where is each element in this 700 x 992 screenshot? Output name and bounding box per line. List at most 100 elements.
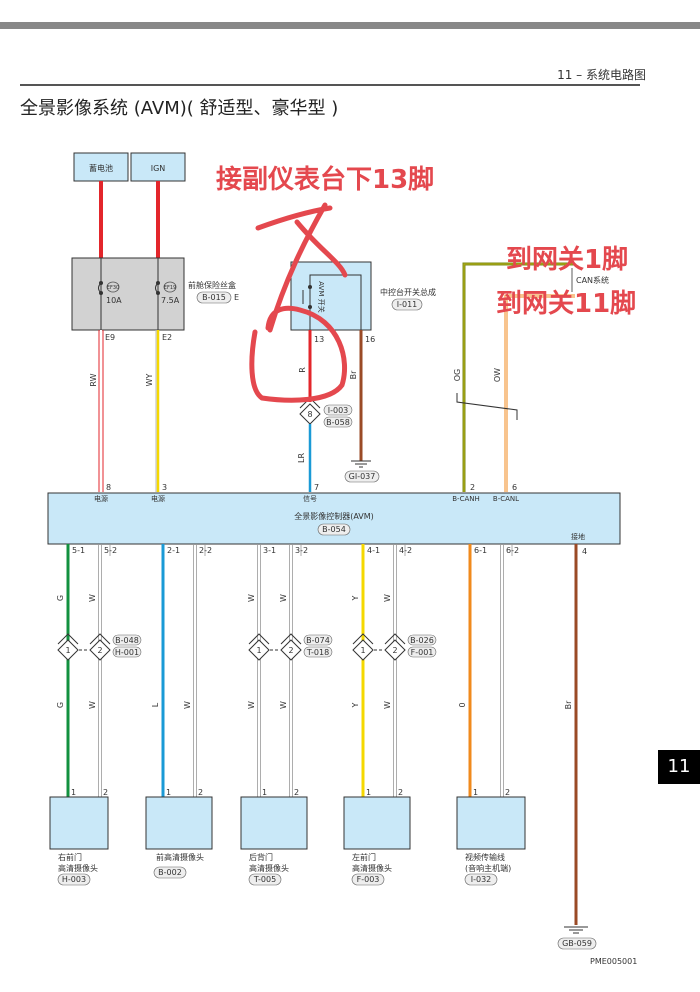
can-system-label: CAN系统 <box>576 275 609 285</box>
splice-diamond <box>57 639 79 661</box>
ecu-pin: 8 <box>106 483 111 492</box>
fuse-id: EF30 <box>107 285 119 291</box>
ecu-pin: 5-1 <box>72 546 85 555</box>
ecu-pin-label: 电源 <box>151 494 165 503</box>
wire-label: W <box>279 701 288 709</box>
splice-connector: H-001 <box>115 648 139 657</box>
splice-num: 2 <box>97 646 102 655</box>
wire-label: OW <box>493 368 502 382</box>
doc-id: PME005001 <box>590 957 638 966</box>
ecu-pin: 4-1 <box>367 546 380 555</box>
camera-connector-tag <box>464 873 498 886</box>
splice-connector-tag <box>407 646 437 658</box>
ecu-pin: 6-1 <box>474 546 487 555</box>
ecu-pin-label: B-CANH <box>452 495 480 503</box>
ecu-pin: 6 <box>512 483 517 492</box>
wire-label: W <box>183 701 192 709</box>
camera-name: 后背门 <box>249 852 273 862</box>
splice-num: 2 <box>392 646 397 655</box>
ecu-pin: 7 <box>314 483 319 492</box>
wire-label: L <box>151 702 160 707</box>
wire-label: W <box>383 594 392 602</box>
wire-label: RW <box>89 373 98 386</box>
wire-label: R <box>298 367 307 373</box>
camera-connector-tag <box>153 866 187 879</box>
ecu-pin-label: B-CANL <box>493 495 519 503</box>
ecu-pin: 6-2 <box>506 546 519 555</box>
battery-label: 蓄电池 <box>89 163 113 173</box>
camera-name: 高清摄像头 <box>352 863 392 873</box>
splice-connector: B-048 <box>115 636 139 645</box>
wire-label: Br <box>349 370 358 379</box>
ecu-pin: 4-2 <box>399 546 412 555</box>
wire-label: W <box>247 701 256 709</box>
ecu-pin: 5-2 <box>104 546 117 555</box>
ecu-pin-label: 电源 <box>94 494 108 503</box>
ecu-pin: 3 <box>162 483 167 492</box>
camera-name: (音响主机端) <box>465 863 511 873</box>
avm-controller <box>47 492 621 545</box>
splice-mark <box>57 633 79 645</box>
splice-connector: B-026 <box>410 636 434 645</box>
twisted-pair-icon <box>456 393 518 420</box>
ecu-pin: 2-2 <box>199 546 212 555</box>
switch-inner-label: AVM 开关 <box>317 281 326 312</box>
camera-connector-tag <box>57 873 91 886</box>
ground-connector: GI-037 <box>349 472 376 481</box>
camera-box <box>456 796 526 850</box>
ecu-pin-label: 接地 <box>571 532 585 541</box>
camera-pin: 2 <box>294 788 299 797</box>
wire-label: LR <box>297 453 306 463</box>
splice-num: 1 <box>65 646 70 655</box>
annotation-main: 接副仪表台下13脚 <box>216 164 434 195</box>
top-bar <box>0 22 700 29</box>
camera-name: 高清摄像头 <box>58 863 98 873</box>
switch-connector: I-011 <box>397 300 418 309</box>
ecu-pin-label: 信号 <box>303 494 317 503</box>
annotation-can1: 到网关1脚 <box>506 245 628 275</box>
splice-connector-tag <box>112 634 142 646</box>
wire-label: Y <box>351 702 360 708</box>
wire-label: W <box>383 701 392 709</box>
wire-label: 0 <box>458 702 467 707</box>
splice-mark <box>248 633 270 645</box>
camera-pin: 1 <box>366 788 371 797</box>
camera-box <box>145 796 213 850</box>
wire-label: Y <box>351 595 360 601</box>
annotation-can2: 到网关11脚 <box>496 289 636 319</box>
ign-label: IGN <box>151 164 166 173</box>
splice-diamond <box>280 639 302 661</box>
ecu-pin: 2-1 <box>167 546 180 555</box>
splice-connector: I-003 <box>328 406 349 415</box>
fuse-box-connector: B-015 <box>202 293 226 302</box>
camera-box <box>49 796 109 850</box>
header-rule <box>20 84 640 86</box>
switch-name: 中控台开关总成 <box>380 287 436 297</box>
splice-mark <box>89 633 111 645</box>
splice-connector: T-018 <box>306 648 329 657</box>
fuse-rating: 10A <box>106 296 122 305</box>
switch-pin: 16 <box>365 335 375 344</box>
fuse-box <box>71 257 185 331</box>
splice-diamond <box>384 639 406 661</box>
splice-connector: B-074 <box>306 636 330 645</box>
camera-pin: 2 <box>198 788 203 797</box>
camera-box <box>343 796 411 850</box>
camera-connector-tag <box>351 873 385 886</box>
wire-label: W <box>279 594 288 602</box>
wire-label: G <box>56 595 65 601</box>
camera-name: 左前门 <box>352 852 376 862</box>
chapter-tab[interactable]: 11 <box>658 750 700 784</box>
camera-pin: 2 <box>103 788 108 797</box>
camera-connector: T-005 <box>253 875 276 884</box>
wire-label: Br <box>564 700 573 709</box>
camera-pin: 1 <box>166 788 171 797</box>
wire-label: W <box>247 594 256 602</box>
splice-mark <box>280 633 302 645</box>
ecu-pin: 3-2 <box>295 546 308 555</box>
camera-pin: 1 <box>262 788 267 797</box>
switch-pin: 13 <box>314 335 324 344</box>
camera-connector: B-002 <box>158 868 182 877</box>
fuse-box-suffix: E <box>234 293 239 302</box>
